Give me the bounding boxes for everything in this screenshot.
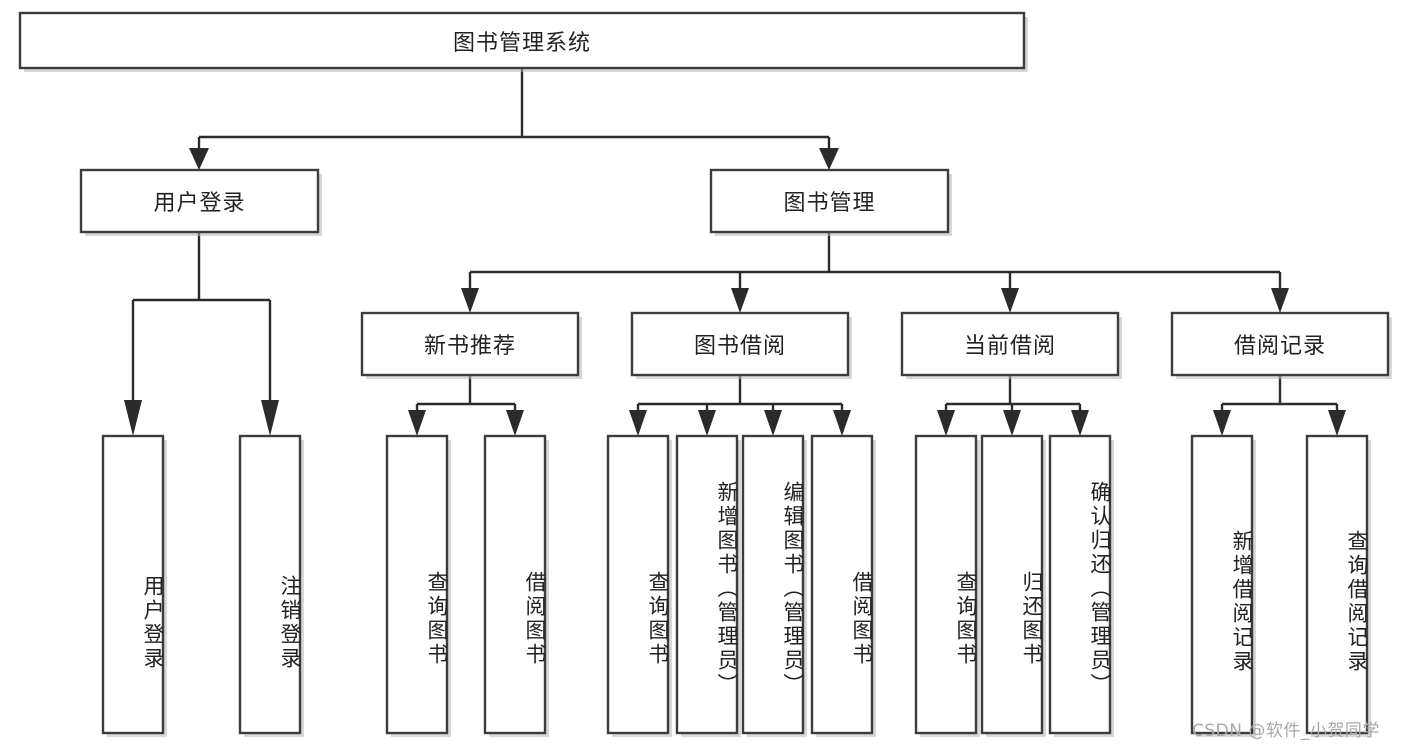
node-leaf-confirm-return[interactable]	[1048, 434, 1112, 735]
node-new-book-recommend[interactable]	[360, 311, 580, 377]
arrow-head-leaf-edit-book	[764, 410, 782, 436]
arrow-head-newbook	[461, 288, 479, 313]
node-book-management[interactable]	[709, 168, 950, 234]
node-leaf-add-book[interactable]	[675, 434, 739, 735]
arrow-head-currentborrow	[1001, 288, 1019, 313]
arrow-head-bookborrow	[731, 288, 749, 313]
arrow-head-leaf-borrow-book-1	[506, 410, 524, 436]
arrow-head-bookmgmt	[819, 148, 839, 170]
arrow-head-leaf-logout-login	[261, 400, 279, 436]
node-leaf-borrow-book-1[interactable]	[483, 434, 547, 735]
arrow-head-userlogin	[189, 148, 209, 170]
arrow-head-leaf-borrow-book-2	[833, 410, 851, 436]
arrow-head-leaf-query-book-2	[629, 410, 647, 436]
arrow-head-leaf-query-record	[1328, 410, 1346, 436]
node-leaf-query-book-1[interactable]	[385, 434, 449, 735]
arrow-head-leaf-add-record	[1213, 410, 1231, 436]
box-layer	[18, 11, 1390, 735]
node-user-login[interactable]	[79, 168, 320, 234]
arrow-head-leaf-query-book-3	[937, 410, 955, 436]
node-leaf-query-book-3[interactable]	[914, 434, 978, 735]
arrow-head-leaf-query-book-1	[408, 410, 426, 436]
node-leaf-edit-book[interactable]	[741, 434, 805, 735]
node-leaf-borrow-book-2[interactable]	[810, 434, 874, 735]
node-leaf-user-login[interactable]	[101, 434, 165, 735]
connector-layer	[124, 68, 1346, 436]
node-root[interactable]	[18, 11, 1026, 70]
arrow-head-leaf-return-book	[1003, 410, 1021, 436]
arrow-head-borrowrecord	[1271, 288, 1289, 313]
node-leaf-query-book-2[interactable]	[606, 434, 670, 735]
node-leaf-add-record[interactable]	[1190, 434, 1254, 735]
node-leaf-query-record[interactable]	[1305, 434, 1369, 735]
node-book-borrow[interactable]	[630, 311, 850, 377]
node-borrow-record[interactable]	[1170, 311, 1390, 377]
arrow-head-leaf-confirm-return	[1071, 410, 1089, 436]
node-leaf-logout-login[interactable]	[238, 434, 302, 735]
arrow-head-leaf-add-book	[698, 410, 716, 436]
arrow-head-leaf-user-login	[124, 400, 142, 436]
node-leaf-return-book[interactable]	[980, 434, 1044, 735]
node-current-borrow[interactable]	[900, 311, 1120, 377]
